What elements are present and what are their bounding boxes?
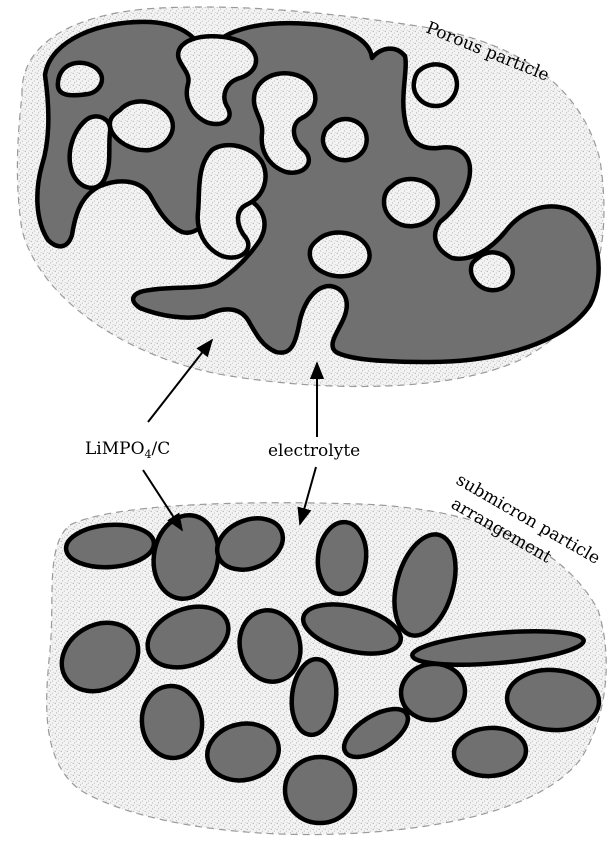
- material-label-subscript: 4: [145, 448, 152, 461]
- pore-11: [414, 64, 457, 106]
- submicron-particle: [285, 757, 355, 823]
- material-label: LiMPO4/C: [85, 439, 170, 461]
- pore-1: [58, 63, 102, 96]
- material-label-base: LiMPO: [85, 439, 145, 459]
- pore-7: [310, 233, 370, 277]
- pore-4: [110, 101, 173, 150]
- pore-9: [471, 252, 513, 290]
- pore-10: [323, 119, 367, 160]
- electrolyte-label: electrolyte: [268, 441, 360, 461]
- pore-8: [384, 179, 438, 226]
- material-label-suffix: /C: [152, 439, 171, 459]
